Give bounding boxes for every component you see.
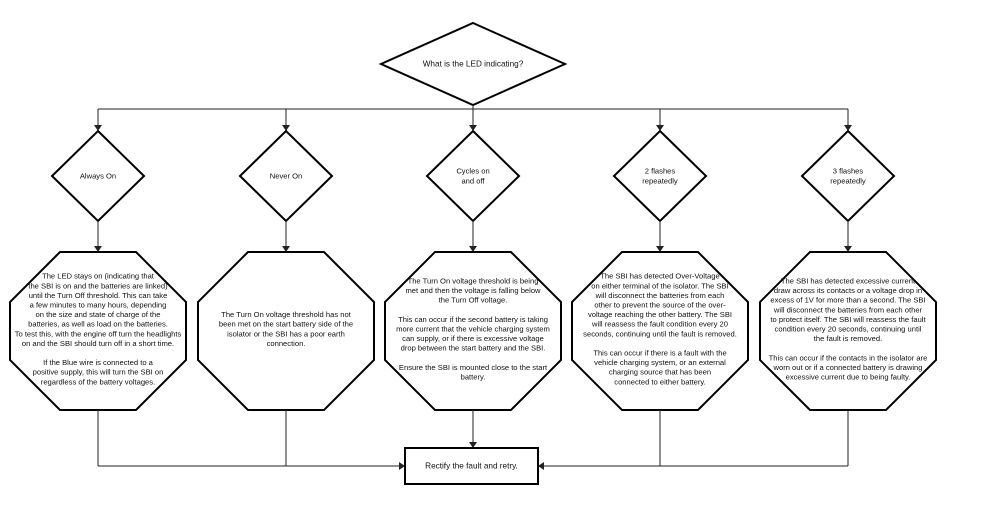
branch-2-detail-text-line: been met on the start battery side of th… [219,320,353,329]
branch-2-detail-arrowhead [282,246,290,252]
branch-1-detail-text-line: To test this, with the engine off turn t… [15,329,182,338]
result-arrowhead-right [538,462,544,470]
branch-5-detail-text-line: to protect itself. The SBI will reassess… [770,315,926,324]
branch-2-arrowhead [282,125,290,131]
branch-1-detail-text-line: until the Turn Off threshold. This can t… [29,291,168,300]
branch-1-detail-text-line: The LED stays on (indicating that [42,272,155,281]
branch-3-detail-text-line: the Turn Off voltage. [439,296,508,305]
branch-3-label-line: and off [461,177,485,186]
branch-1-detail-arrowhead [94,246,102,252]
branch-1-detail-text-line: on and the SBI should turn off in a shor… [22,339,174,348]
branch-1-detail-text-line: on the size and state of charge of the [36,310,161,319]
branch-4-detail-text-line: will reassess the fault condition every … [591,320,728,329]
branch-4-detail-text-line: charging source that has been [609,368,711,377]
branch-5-detail-octagon [759,251,937,411]
branch-5-label-line: repeatedly [830,177,866,186]
branch-5-detail-text-line: condition every 20 seconds, continuing u… [775,325,922,334]
branch-4-detail-arrowhead [656,246,664,252]
branch-3-label-line: Cycles on [456,167,489,176]
branch-4-detail-text-line: voltage reaching the other battery. The … [588,310,732,319]
result-text-line: Rectify the fault and retry. [425,462,518,471]
branch-4-detail-octagon [571,251,749,411]
branch-3-detail-text-line: This can occur if the second battery is … [398,315,548,324]
branch-3-detail-text-line: more current that the vehicle charging s… [396,325,550,334]
result-box [404,447,539,485]
branch-3-detail-text-line: battery. [461,373,486,382]
branch-1-detail-text-line: regardless of the battery voltages. [41,377,155,386]
branch-1-detail-text-line: positive supply, this will turn the SBI … [33,368,164,377]
branch-1-detail-text-line: a few minutes to many hours, depending [30,301,167,310]
branch-5-detail-text-line: will disconnect the batteries from each … [773,305,923,314]
question-text-line: What is the LED indicating? [423,60,524,69]
branch-5-detail-text-line: worn out or if a connected battery is dr… [772,363,922,372]
branch-2-detail-text-line: isolator or the SBI has a poor earth [227,329,345,338]
branch-1-detail-text-line: the SBI is on and the batteries are link… [28,281,168,290]
branch-2-detail-octagon [197,251,375,411]
branch-5-label-line: 3 flashes [833,167,864,176]
branch-5-detail-text-line: the fault is removed. [814,334,882,343]
branch-4-detail-text-line: on either terminal of the isolator. The … [591,281,728,290]
branch-4-detail-text-line: seconds, continuing until the fault is r… [583,329,737,338]
branch-1-detail-octagon [9,251,187,411]
branch-4-label-line: 2 flashes [645,167,676,176]
branch-4-detail-text-line: The SBI has detected Over-Voltage [600,272,719,281]
branch-5-detail-text-line: draw across its contacts or a voltage dr… [774,286,922,295]
branch-3-detail-text-line: met and then the voltage is falling belo… [405,286,541,295]
branch-4-detail-text-line: will disconnect the batteries from each [595,291,725,300]
branch-4-arrowhead [656,125,664,131]
branch-4-label-line: repeatedly [642,177,678,186]
branch-5-arrowhead [844,125,852,131]
branch-1-detail-text-line: batteries, as well as load on the batter… [28,320,168,329]
branch-1-label-line: Always On [80,172,116,181]
branch-1-detail-text-line: If the Blue wire is connected to a [43,358,154,367]
branch-2-detail-text-line: connection. [267,339,306,348]
branch-4-detail-text-line: connected to either battery. [614,377,705,386]
branch-2-detail-text-line: The Turn On voltage threshold has not [221,310,351,319]
branch-3-detail-text-line: can supply, or if there is excessive vol… [402,334,544,343]
branch-5-detail-text-line: excessive current due to being faulty. [786,373,911,382]
branch-5-detail-text-line: The SBI has detected excessive current [781,277,916,286]
branch-3-detail-octagon [384,251,562,411]
branch-3-detail-arrowhead [469,246,477,252]
branch-5-detail-arrowhead [844,246,852,252]
branch-2-label-line: Never On [270,172,303,181]
branch-4-detail-text-line: other to prevent the source of the over- [594,301,726,310]
branch-3-detail-text-line: drop between the start battery and the S… [401,344,546,353]
branch-1-arrowhead [94,125,102,131]
branch-3-detail-text-line: The Turn On voltage threshold is being [408,277,539,286]
branch-3-arrowhead [469,125,477,131]
branch-4-detail-text-line: This can occur if there is a fault with … [593,349,726,358]
branch-4-detail-text-line: vehicle charging system, or an external [594,358,726,367]
branch-3-detail-text-line: Ensure the SBI is mounted close to the s… [399,363,548,372]
result-arrowhead-left [399,462,405,470]
branch-5-detail-text-line: This can occur if the contacts in the is… [769,353,928,362]
branch-3-result-arrowhead [469,442,477,448]
branch-5-detail-text-line: excess of 1V for more than a second. The… [770,296,925,305]
